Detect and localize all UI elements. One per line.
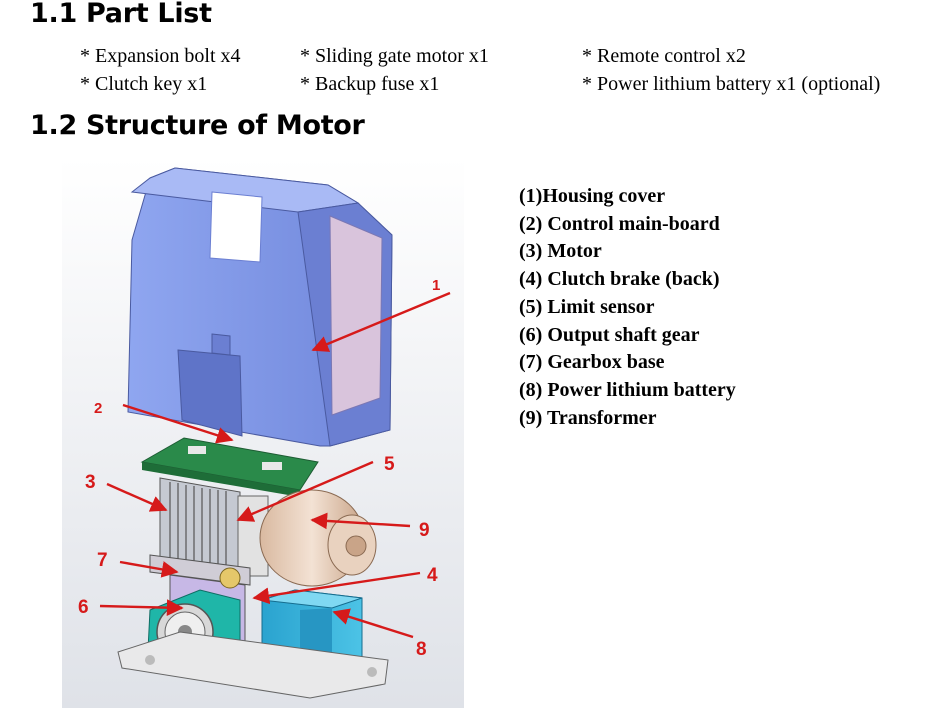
section-title-structure: 1.2 Structure of Motor xyxy=(30,110,365,141)
legend-item: (8) Power lithium battery xyxy=(519,378,736,401)
callout-number-4: 4 xyxy=(427,565,438,586)
callout-arrow-8 xyxy=(332,608,414,639)
callout-arrow-6 xyxy=(99,599,184,617)
callout-arrow-4 xyxy=(252,571,421,605)
legend-item: (2) Control main-board xyxy=(519,212,720,235)
callout-arrow-1 xyxy=(311,291,451,352)
callout-number-7: 7 xyxy=(97,550,108,571)
part-item: * Sliding gate motor x1 xyxy=(300,45,489,67)
limit-gear xyxy=(219,567,241,589)
legend-item: (5) Limit sensor xyxy=(519,295,655,318)
callout-number-1: 1 xyxy=(432,277,440,294)
base-plate xyxy=(117,631,389,699)
callout-number-2: 2 xyxy=(94,400,102,417)
legend-item: (6) Output shaft gear xyxy=(519,323,700,346)
legend-item: (4) Clutch brake (back) xyxy=(519,268,720,291)
callout-arrow-5 xyxy=(236,460,374,522)
callout-number-8: 8 xyxy=(416,639,427,660)
callout-arrows xyxy=(99,291,451,639)
control-main-board xyxy=(140,437,319,497)
callout-arrow-7 xyxy=(119,560,179,578)
callout-number-3: 3 xyxy=(85,472,96,493)
callout-number-5: 5 xyxy=(384,454,395,475)
legend-item: (1)Housing cover xyxy=(519,185,666,207)
legend-item: (9) Transformer xyxy=(519,406,657,429)
motor-exploded-diagram: 1 2 3 5 9 7 4 6 8 xyxy=(62,157,464,708)
part-item: * Expansion bolt x4 xyxy=(80,45,241,67)
callout-number-9: 9 xyxy=(419,520,430,541)
part-item: * Backup fuse x1 xyxy=(300,73,440,95)
section-title-part-list: 1.1 Part List xyxy=(30,0,212,29)
part-item: * Power lithium battery x1 (optional) xyxy=(582,73,881,95)
transformer xyxy=(259,489,377,587)
part-item: * Remote control x2 xyxy=(582,45,746,67)
callout-number-6: 6 xyxy=(78,597,89,618)
callout-arrow-2 xyxy=(122,403,234,444)
housing-cover xyxy=(127,167,393,447)
component-legend: (1)Housing cover (2) Control main-board … xyxy=(519,183,736,432)
legend-item: (7) Gearbox base xyxy=(519,351,665,374)
part-item: * Clutch key x1 xyxy=(80,73,208,95)
legend-item: (3) Motor xyxy=(519,240,602,263)
callout-arrow-9 xyxy=(310,512,411,530)
callout-arrow-3 xyxy=(106,482,168,512)
